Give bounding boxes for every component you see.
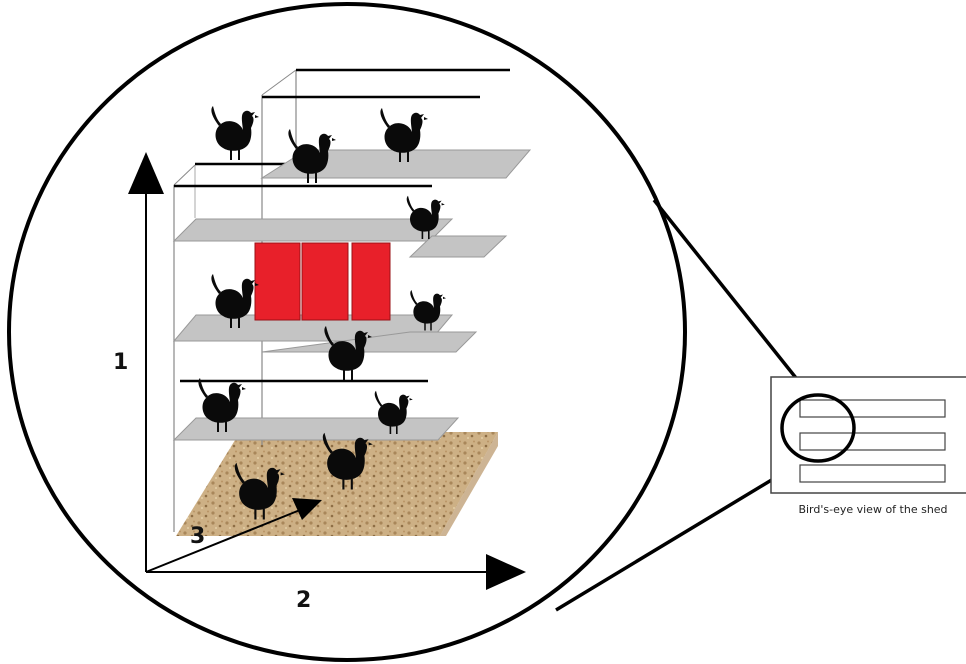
shed-strip-2 <box>799 432 946 451</box>
zoom-line-lower <box>555 456 809 612</box>
red-block-1 <box>254 242 301 321</box>
litter-floor <box>176 432 498 536</box>
zoom-source-circle <box>780 393 856 463</box>
red-block-3 <box>351 242 391 321</box>
platform-upper-front <box>172 218 454 242</box>
red-block-2 <box>301 242 349 321</box>
platform-upper-back <box>408 235 508 258</box>
hen-silhouette-icon <box>210 105 260 161</box>
vertical-axis-label: 1 <box>113 350 129 375</box>
magnified-circle <box>7 2 687 662</box>
shed-caption: Bird's-eye view of the shed <box>798 503 948 516</box>
arrowhead-icon <box>486 554 526 590</box>
horizontal-axis-label: 2 <box>296 588 312 613</box>
depth-axis-label: 3 <box>190 524 206 549</box>
depth-axis <box>145 509 301 573</box>
platform-middle-back <box>261 331 478 353</box>
platform-top-back <box>260 149 532 179</box>
shed-strip-1 <box>799 399 946 418</box>
zoom-line-upper <box>652 198 814 400</box>
arrowhead-icon <box>292 498 322 520</box>
shed-strip-3 <box>799 464 946 483</box>
arrowhead-icon <box>128 152 164 194</box>
